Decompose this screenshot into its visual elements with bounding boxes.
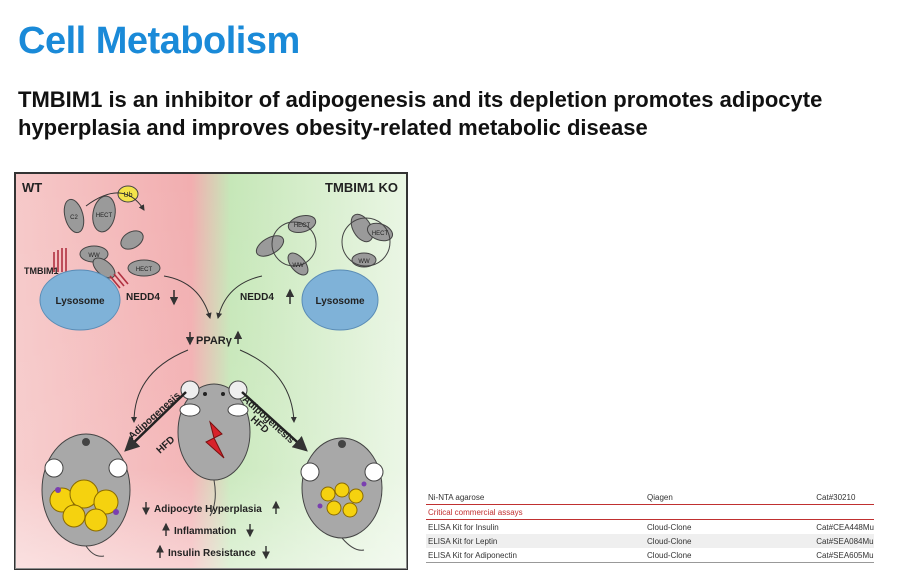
hect-label-right: HECT — [294, 223, 311, 229]
ko-label: TMBIM1 KO — [325, 180, 398, 195]
reagent-name: Ni-NTA agarose — [428, 492, 485, 502]
obese-mouse-wt — [41, 433, 131, 557]
tmbim1-label: TMBIM1 — [24, 266, 59, 276]
reagent-identifier: Cat#SEA084Mu — [816, 536, 874, 546]
nedd4-complex-right — [255, 213, 394, 276]
graphical-abstract-figure: WT TMBIM1 KO Ub C2 HECT WW HECT TMBIM1 L… — [14, 172, 408, 570]
reagent-source: Cloud-Clone — [647, 536, 692, 546]
nedd4-left-label: NEDD4 — [126, 292, 160, 303]
section-title: Critical commercial assays — [428, 507, 523, 517]
ww-label-left: WW — [88, 253, 100, 259]
reagent-source: Cloud-Clone — [647, 550, 692, 560]
nedd4-complex-left — [63, 195, 161, 279]
reagent-identifier: Cat#CEA448Mu — [816, 522, 874, 532]
tmbim1-protein — [53, 248, 129, 289]
journal-name: Cell Metabolism — [18, 20, 300, 62]
hect-label-right-2: HECT — [372, 231, 389, 237]
outcome-adipocyte-hyperplasia: Adipocyte Hyperplasia — [154, 504, 262, 515]
ww-label-right-2: WW — [358, 259, 370, 265]
hect-label-left-2: HECT — [136, 267, 153, 273]
nedd4-right-label: NEDD4 — [240, 292, 274, 303]
c2-label-left: C2 — [70, 215, 78, 221]
paper-title: TMBIM1 is an inhibitor of adipogenesis a… — [18, 87, 823, 140]
reagent-source: Cloud-Clone — [646, 522, 692, 532]
outcome-insulin-resistance: Insulin Resistance — [168, 548, 256, 559]
reagent-name: ELISA Kit for Leptin — [428, 536, 498, 546]
ww-label-right: WW — [292, 263, 304, 269]
outcome-inflammation: Inflammation — [174, 526, 236, 537]
lean-mouse — [177, 380, 251, 517]
lysosome-right-label: Lysosome — [315, 296, 365, 307]
graphical-abstract: WT TMBIM1 KO Ub C2 HECT WW HECT TMBIM1 L… — [14, 172, 408, 570]
reagent-identifier: Cat#SEA605Mu — [816, 550, 874, 560]
table-row: ELISA Kit for Insulin Cloud-Clone Cat#CE… — [426, 520, 874, 534]
reagent-source: Qiagen — [647, 492, 673, 502]
lysosome-right — [301, 269, 379, 331]
reagent-identifier: Cat#30210 — [816, 492, 856, 502]
obese-mouse-ko — [300, 437, 384, 551]
wt-label: WT — [22, 180, 42, 195]
reagent-table: Ni-NTA agarose Qiagen Cat#30210 Critical… — [426, 490, 874, 563]
reagent-name: ELISA Kit for Adiponectin — [428, 550, 517, 560]
reagent-name: ELISA Kit for Insulin — [428, 522, 499, 532]
table-row: Ni-NTA agarose Qiagen Cat#30210 — [426, 490, 874, 504]
table-row: ELISA Kit for Leptin Cloud-Clone Cat#SEA… — [426, 534, 874, 548]
lysosome-left — [39, 269, 121, 331]
lysosome-left-label: Lysosome — [55, 296, 105, 307]
pparg-label: PPARγ — [196, 335, 233, 347]
table-row: ELISA Kit for Adiponectin Cloud-Clone Ca… — [426, 548, 874, 563]
table-section-header: Critical commercial assays — [426, 504, 874, 520]
hect-label-left: HECT — [96, 213, 113, 219]
